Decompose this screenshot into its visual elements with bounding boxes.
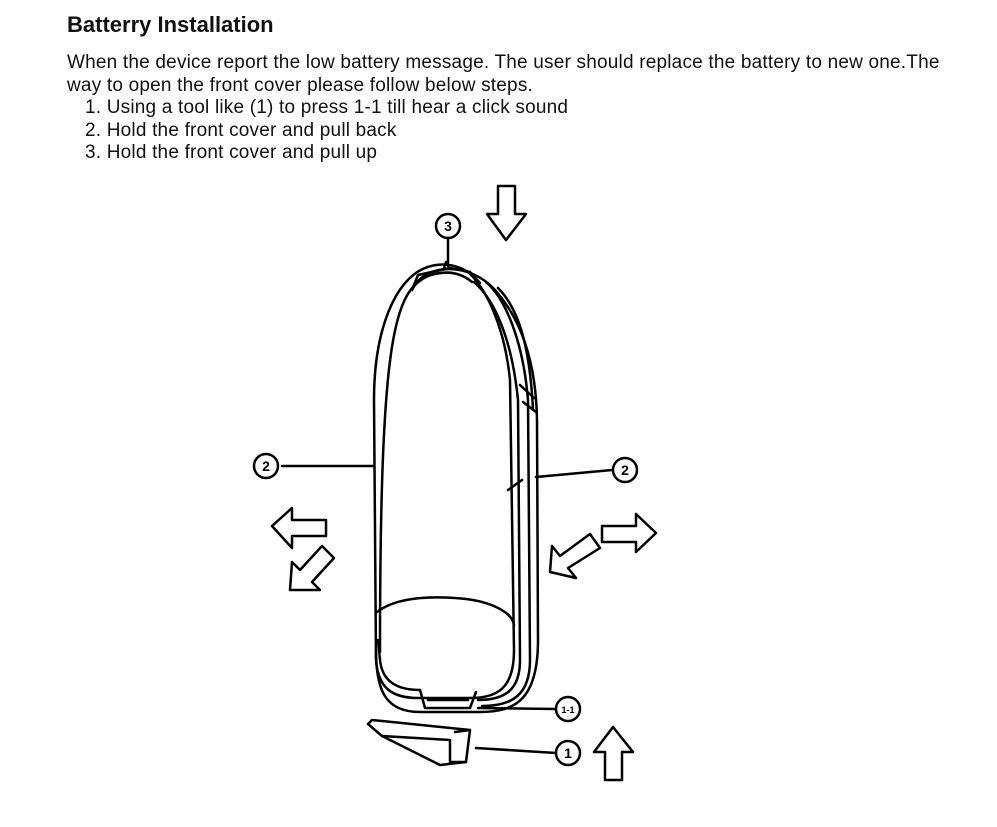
device-lens xyxy=(375,596,516,627)
callout-2-right-circle xyxy=(611,456,639,484)
callout-2-left-label: 2 xyxy=(262,458,270,474)
step-3: 3. Hold the front cover and pull up xyxy=(85,142,378,163)
step-1: 1. Using a tool like (1) to press 1-1 ti… xyxy=(85,97,569,118)
up-arrow-icon xyxy=(592,725,635,782)
page-title: Batterry Installation xyxy=(67,12,274,37)
callout-1-1-label: 1-1 xyxy=(561,705,574,715)
right-arrow-lower-icon xyxy=(548,532,602,580)
callout-2-left-circle xyxy=(252,452,280,480)
callout-3-circle xyxy=(434,212,462,240)
callout-2-right-label: 2 xyxy=(621,462,629,478)
callout-1-1-circle xyxy=(554,695,582,723)
intro-paragraph: When the device report the low battery m… xyxy=(67,52,940,96)
down-arrow-icon xyxy=(485,184,528,242)
left-arrow-upper-icon xyxy=(270,506,328,550)
left-arrow-lower-icon xyxy=(288,544,336,592)
callout-3-label: 3 xyxy=(444,218,452,234)
callout-1-label: 1 xyxy=(564,745,572,761)
right-arrow-upper-icon xyxy=(600,512,658,554)
step-2: 2. Hold the front cover and pull back xyxy=(85,119,397,141)
callout-1-circle xyxy=(554,739,582,767)
steps-list: 1. Using a tool like (1) to press 1-1 ti… xyxy=(85,97,568,165)
tool-icon xyxy=(366,718,472,764)
device-front-cover xyxy=(372,263,516,700)
